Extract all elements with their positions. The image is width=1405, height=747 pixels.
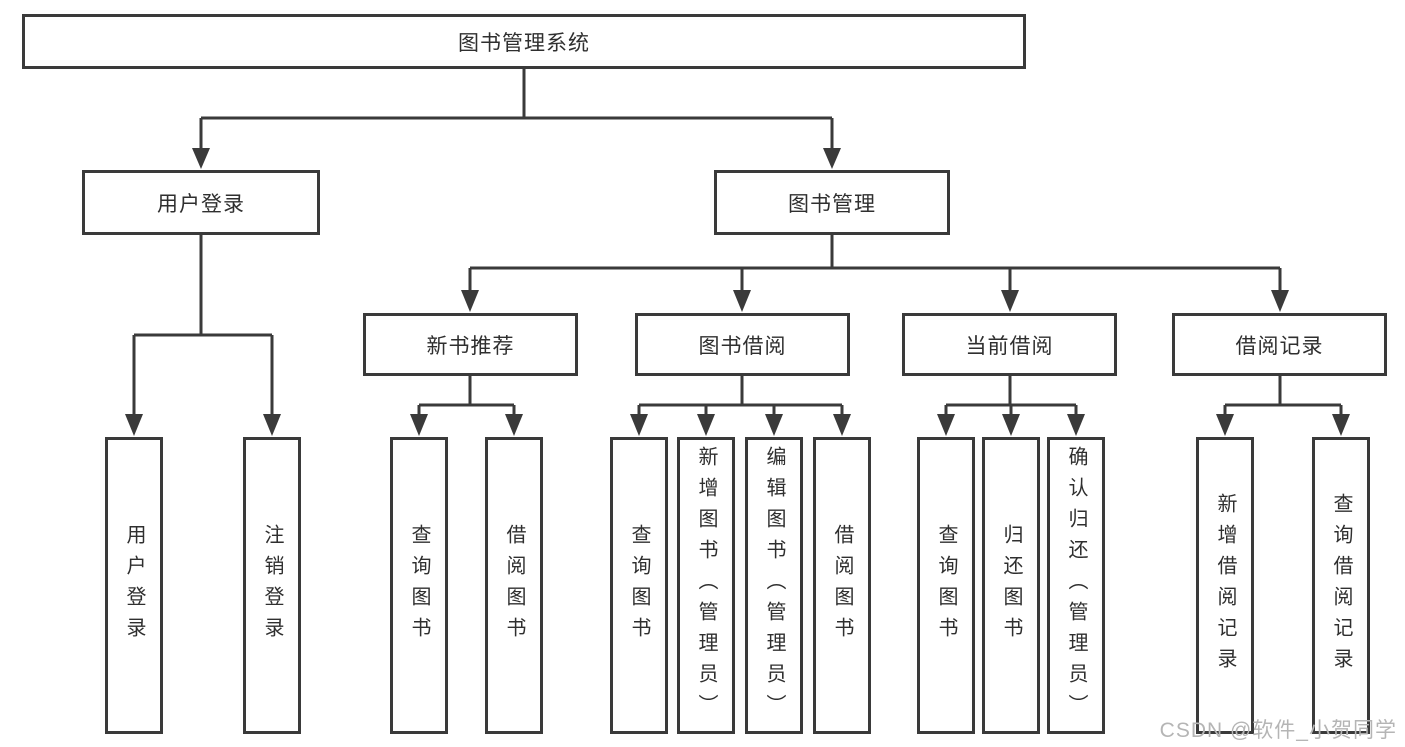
leaf-query-books-recommend: 查询图书 <box>390 437 448 734</box>
node-user-login: 用户登录 <box>82 170 320 235</box>
arrow-down-icon <box>823 148 841 169</box>
leaf-query-books-borrow: 查询图书 <box>610 437 668 734</box>
node-current-borrow: 当前借阅 <box>902 313 1117 376</box>
arrow-down-icon <box>1067 414 1085 436</box>
connector-user-login-children <box>125 235 281 436</box>
connector-book-management-children <box>461 235 1289 312</box>
leaf-query-borrow-record: 查询借阅记录 <box>1312 437 1370 734</box>
connector-line <box>199 68 834 150</box>
leaf-label: 新增图书（管理员） <box>695 446 717 725</box>
arrow-down-icon <box>1002 414 1020 436</box>
leaf-borrow-books-recommend: 借阅图书 <box>485 437 543 734</box>
node-book-management: 图书管理 <box>714 170 950 235</box>
arrow-down-icon <box>263 414 281 436</box>
leaf-label: 确认归还（管理员） <box>1065 446 1087 725</box>
arrow-down-icon <box>937 414 955 436</box>
leaf-borrow-books: 借阅图书 <box>813 437 871 734</box>
leaf-confirm-return-admin: 确认归还（管理员） <box>1047 437 1105 734</box>
connector-line <box>468 235 1282 293</box>
arrow-down-icon <box>410 414 428 436</box>
leaf-label: 归还图书 <box>1000 523 1022 648</box>
leaf-add-borrow-record: 新增借阅记录 <box>1196 437 1254 734</box>
leaf-label: 查询图书 <box>935 523 957 648</box>
connector-root-to-level2 <box>192 68 841 169</box>
leaf-label: 查询借阅记录 <box>1330 492 1352 679</box>
arrow-down-icon <box>630 414 648 436</box>
arrow-down-icon <box>1271 290 1289 312</box>
connector-line <box>1223 376 1343 417</box>
leaf-label: 查询图书 <box>628 523 650 648</box>
connector-line <box>637 376 844 417</box>
arrow-down-icon <box>461 290 479 312</box>
leaf-add-books-admin: 新增图书（管理员） <box>677 437 735 734</box>
leaf-label: 编辑图书（管理员） <box>763 446 785 725</box>
node-root-library-system: 图书管理系统 <box>22 14 1026 69</box>
leaf-label: 查询图书 <box>408 523 430 648</box>
arrow-down-icon <box>505 414 523 436</box>
arrow-down-icon <box>697 414 715 436</box>
connector-book-borrow-children <box>630 376 851 436</box>
leaf-user-login: 用户登录 <box>105 437 163 734</box>
leaf-logout: 注销登录 <box>243 437 301 734</box>
arrow-down-icon <box>733 290 751 312</box>
node-book-borrow: 图书借阅 <box>635 313 850 376</box>
arrow-down-icon <box>125 414 143 436</box>
connector-borrow-records-children <box>1216 376 1350 436</box>
arrow-down-icon <box>1001 290 1019 312</box>
arrow-down-icon <box>833 414 851 436</box>
leaf-label: 借阅图书 <box>503 523 525 648</box>
arrow-down-icon <box>1332 414 1350 436</box>
leaf-query-books-current: 查询图书 <box>917 437 975 734</box>
leaf-label: 新增借阅记录 <box>1214 492 1236 679</box>
connector-current-borrow-children <box>937 376 1085 436</box>
leaf-edit-books-admin: 编辑图书（管理员） <box>745 437 803 734</box>
leaf-return-books: 归还图书 <box>982 437 1040 734</box>
leaf-label: 借阅图书 <box>831 523 853 648</box>
leaf-label: 用户登录 <box>123 523 145 648</box>
arrow-down-icon <box>192 148 210 169</box>
node-new-book-recommend: 新书推荐 <box>363 313 578 376</box>
arrow-down-icon <box>1216 414 1234 436</box>
connector-line <box>417 376 516 417</box>
watermark-text: CSDN @软件_小贺同学 <box>1159 719 1397 742</box>
connector-line <box>132 235 274 417</box>
arrow-down-icon <box>765 414 783 436</box>
connector-line <box>944 376 1078 417</box>
node-borrow-records: 借阅记录 <box>1172 313 1387 376</box>
connector-new-book-recommend-children <box>410 376 523 436</box>
leaf-label: 注销登录 <box>261 523 283 648</box>
